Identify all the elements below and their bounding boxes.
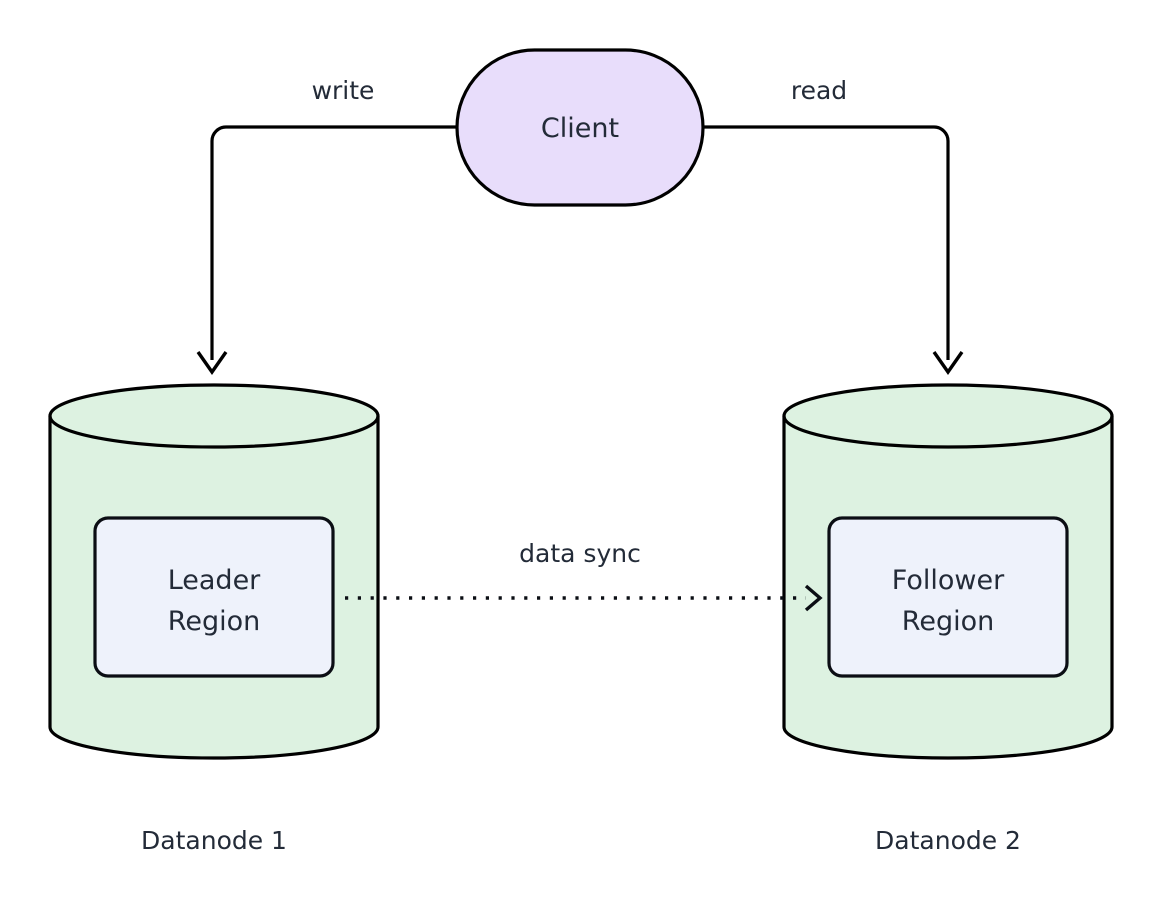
inner-leader-region[interactable]: Leader Region (93, 516, 335, 678)
follower-region-box[interactable] (827, 516, 1069, 678)
datanode-1-cylinder-top-rim (48, 415, 380, 449)
leader-region-box[interactable] (93, 516, 335, 678)
leader-region-label-line2: Region (168, 606, 260, 637)
client-shape[interactable] (455, 48, 705, 207)
arrowhead-data-sync-icon (804, 584, 823, 612)
edge-label-read: read (791, 76, 847, 105)
arrowhead-read-icon (932, 351, 964, 375)
edge-label-write: write (312, 76, 375, 105)
datanode-2-cylinder-top-rim (782, 415, 1114, 449)
leader-region-label-line1: Leader (168, 565, 261, 596)
follower-region-label-line1: Follower (892, 565, 1005, 596)
edge-client-to-follower-path (703, 125, 950, 360)
edge-label-data-sync: data sync (519, 539, 641, 568)
arrowhead-write-icon (196, 351, 228, 375)
client-label: Client (541, 113, 619, 144)
datanode-2-caption: Datanode 2 (875, 826, 1021, 855)
datanode-1-caption: Datanode 1 (141, 826, 287, 855)
node-datanode-2[interactable]: Follower Region Datanode 2 (782, 383, 1114, 855)
edge-client-to-follower: read (703, 76, 964, 375)
node-client[interactable]: Client (455, 48, 705, 207)
inner-follower-region[interactable]: Follower Region (827, 516, 1069, 678)
edge-leader-to-follower: data sync (345, 539, 823, 612)
edge-client-to-leader-path (210, 125, 457, 360)
node-datanode-1[interactable]: Leader Region Datanode 1 (48, 383, 380, 855)
follower-region-label-line2: Region (902, 606, 994, 637)
edge-client-to-leader: write (196, 76, 457, 375)
